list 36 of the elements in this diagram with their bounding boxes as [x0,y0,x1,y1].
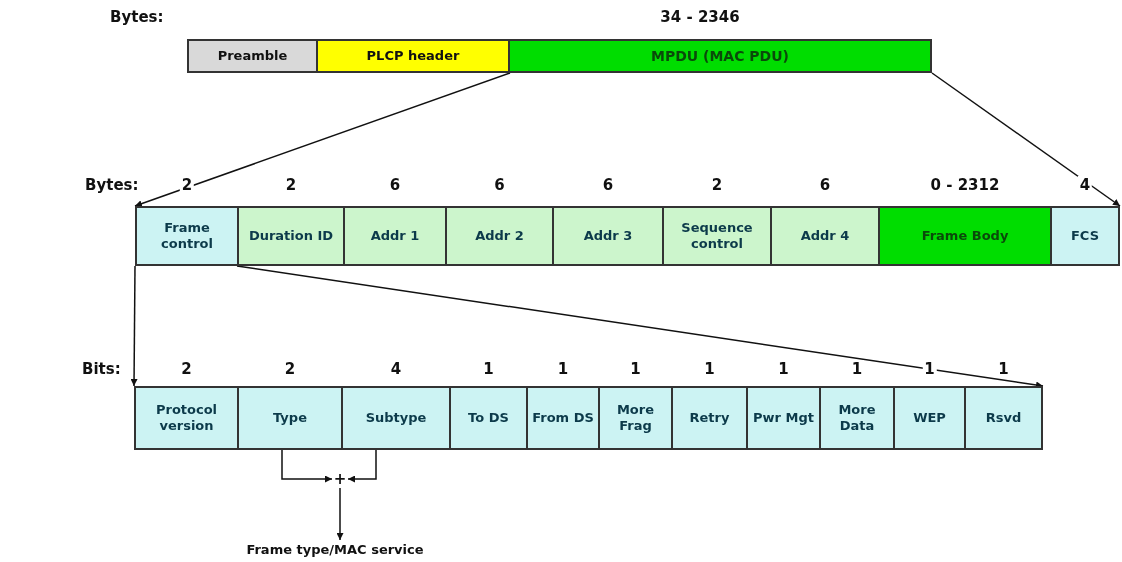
field-box: Protocol version [134,386,239,450]
field-box: Rsvd [964,386,1043,450]
field-box: FCS [1050,206,1120,266]
field-box: Frame control [135,206,239,266]
field-box: More Data [819,386,895,450]
field-box: Addr 1 [343,206,447,266]
operator-symbol: + [332,470,348,488]
field-box: Pwr Mgt [746,386,821,450]
field-box: More Frag [598,386,673,450]
field-box: Addr 2 [445,206,554,266]
field-box: Retry [671,386,748,450]
size-label: 2 [179,176,195,194]
arrow [134,72,511,207]
field-box: Subtype [341,386,451,450]
field-box: Addr 3 [552,206,664,266]
field-box: Sequence control [662,206,772,266]
unit-label: Bytes: [110,8,164,26]
arrow [236,265,1044,389]
field-box: Type [237,386,343,450]
field-box: From DS [526,386,600,450]
result-label: Frame type/MAC service [200,540,470,560]
arrow [931,72,1121,207]
unit-label: Bytes: [85,176,139,194]
field-box: To DS [449,386,528,450]
field-box: MPDU (MAC PDU) [508,39,932,73]
field-box: Frame Body [878,206,1052,266]
field-box: Addr 4 [770,206,880,266]
arrow [281,449,333,483]
field-box: Preamble [187,39,318,73]
field-box: Duration ID [237,206,345,266]
field-box: WEP [893,386,966,450]
arrow [130,265,138,387]
unit-label: Bits: [82,360,121,378]
arrow [336,487,344,541]
field-box: PLCP header [316,39,510,73]
arrow [347,449,377,483]
